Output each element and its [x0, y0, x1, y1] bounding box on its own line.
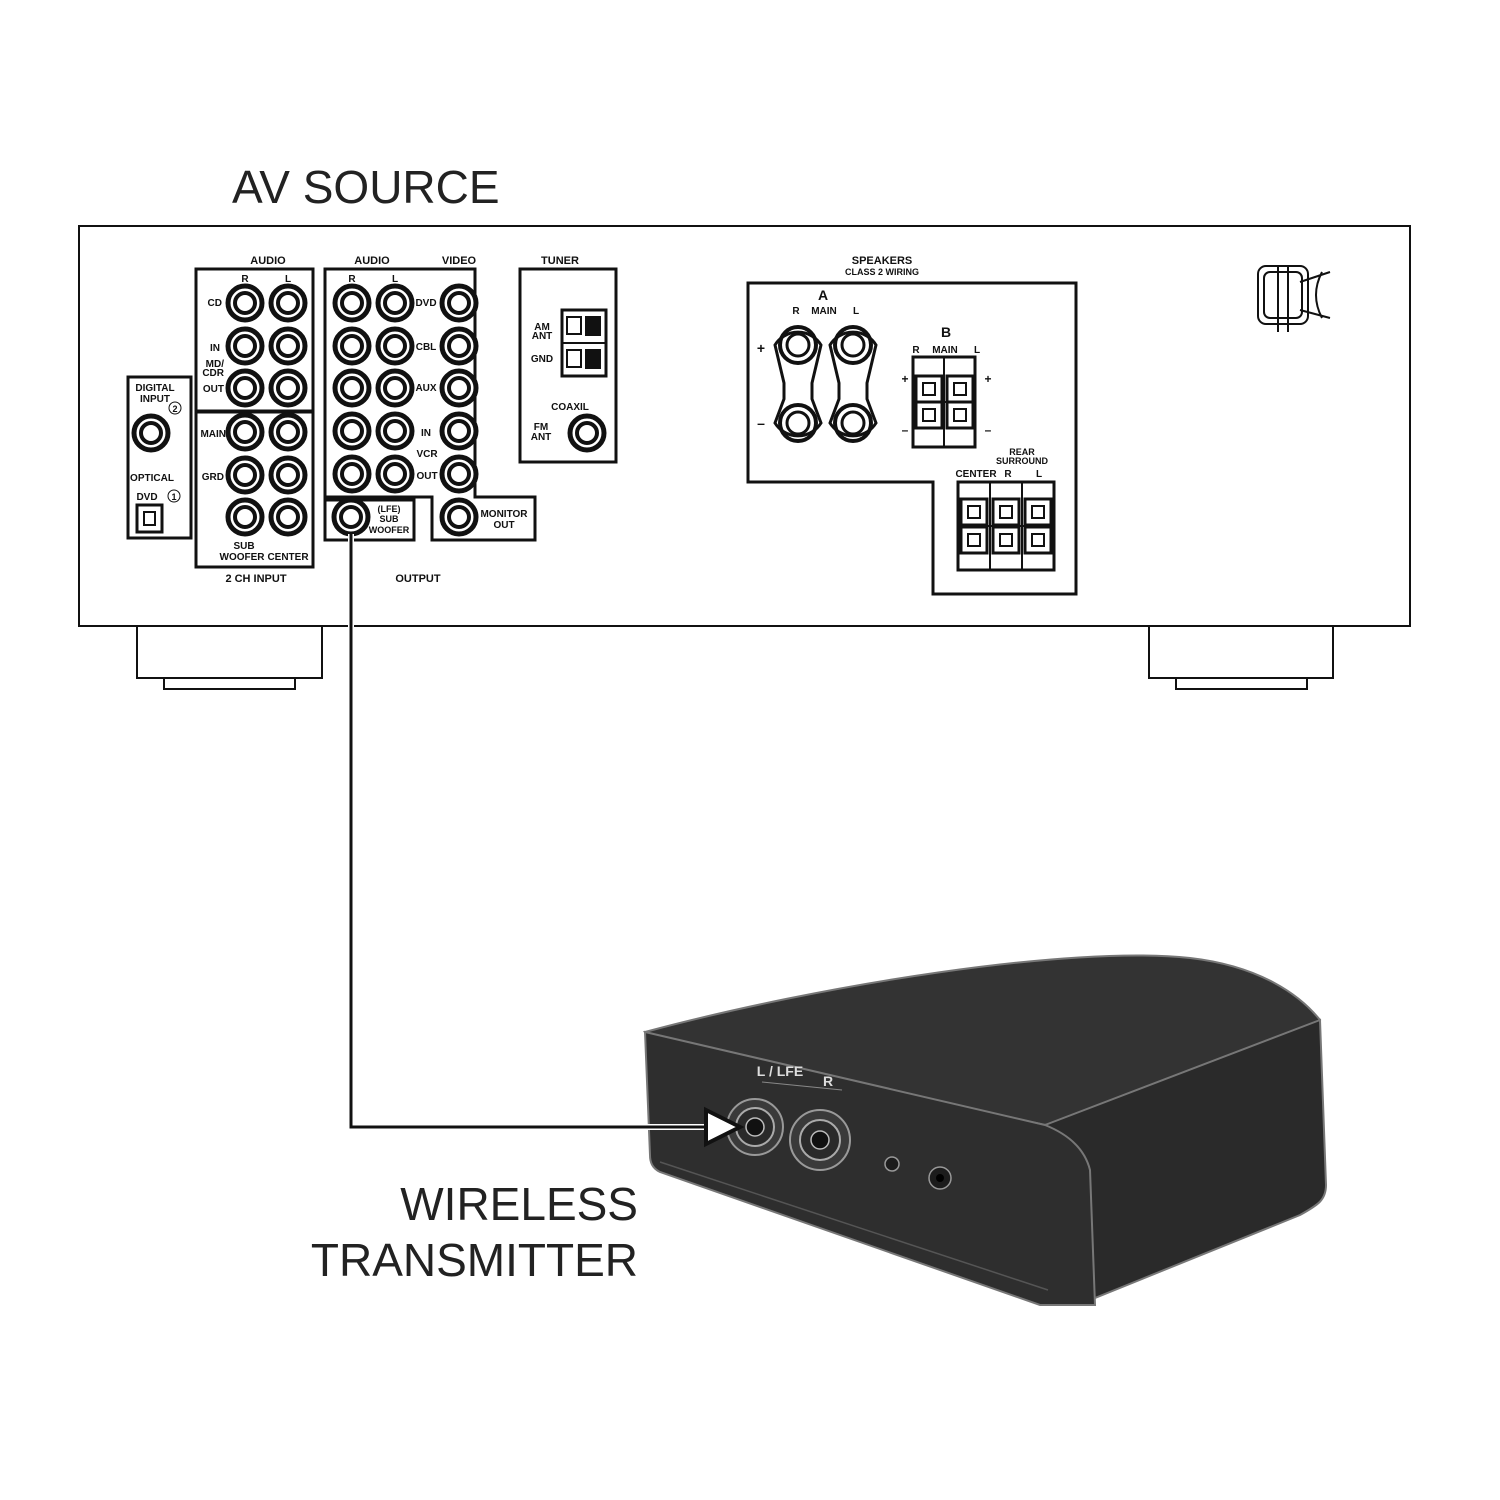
svg-text:MAIN: MAIN [200, 429, 226, 440]
svg-text:OPTICAL: OPTICAL [130, 473, 174, 484]
svg-text:GRD: GRD [202, 472, 224, 483]
wireless-transmitter-title: WIRELESS TRANSMITTER [310, 1178, 638, 1286]
svg-text:DIGITAL: DIGITAL [135, 383, 174, 394]
svg-text:IN: IN [210, 343, 220, 354]
svg-text:GND: GND [531, 354, 553, 365]
svg-text:B: B [941, 324, 951, 340]
svg-text:+: + [901, 372, 908, 386]
r-label: R [823, 1073, 833, 1089]
svg-text:OUTPUT: OUTPUT [395, 573, 441, 585]
svg-text:–: – [757, 415, 765, 431]
av-section: AUDIO VIDEO R L DVD CBL AUX IN VCR OUT M… [323, 255, 537, 585]
svg-text:A: A [818, 287, 828, 303]
r-input-jack[interactable] [789, 1109, 851, 1171]
wireless-transmitter: L / LFE R [642, 954, 1328, 1306]
svg-text:2: 2 [172, 404, 177, 414]
svg-text:INPUT: INPUT [140, 394, 170, 405]
svg-text:+: + [757, 340, 765, 356]
transmitter-top [642, 954, 1322, 1127]
arrow-head-icon [704, 1106, 745, 1148]
svg-text:CENTER: CENTER [955, 469, 997, 480]
svg-text:L: L [392, 274, 398, 285]
svg-text:AUDIO: AUDIO [354, 255, 390, 267]
svg-text:OUT: OUT [203, 384, 224, 395]
svg-text:TUNER: TUNER [541, 255, 579, 267]
svg-text:CENTER: CENTER [267, 552, 309, 563]
l-lfe-label: L / LFE [757, 1063, 803, 1079]
svg-text:L: L [1036, 469, 1042, 480]
svg-text:SURROUND: SURROUND [996, 456, 1049, 466]
sub-out-cable [348, 534, 745, 1148]
svg-text:2 CH INPUT: 2 CH INPUT [225, 573, 286, 585]
svg-text:OUT: OUT [493, 520, 514, 531]
speakers-section: SPEAKERS CLASS 2 WIRING A R MAIN L + – B [746, 255, 1078, 596]
svg-text:R: R [348, 274, 356, 285]
svg-text:CLASS 2 WIRING: CLASS 2 WIRING [845, 267, 919, 277]
svg-text:L: L [853, 306, 859, 317]
svg-text:WOOFER: WOOFER [369, 525, 410, 535]
svg-text:DVD: DVD [415, 298, 436, 309]
svg-text:CBL: CBL [416, 342, 437, 353]
svg-text:MAIN: MAIN [932, 345, 958, 356]
audio-in-header: AUDIO [250, 255, 286, 267]
svg-text:R: R [1004, 469, 1012, 480]
svg-text:1: 1 [171, 492, 176, 502]
svg-text:MAIN: MAIN [811, 306, 837, 317]
svg-text:R: R [241, 274, 249, 285]
svg-text:AUX: AUX [415, 383, 436, 394]
speaker-b-terminals[interactable] [911, 355, 977, 449]
transmitter-side [1044, 1018, 1328, 1301]
svg-text:IN: IN [421, 428, 431, 439]
digital-input-section: DIGITAL INPUT 2 OPTICAL DVD 1 [126, 375, 193, 540]
svg-text:SUB: SUB [233, 541, 254, 552]
power-cord-icon [1257, 265, 1331, 332]
svg-text:SUB: SUB [379, 514, 399, 524]
audio-input-section: AUDIO R L CD IN MD/ CDR OUT [194, 255, 315, 413]
tuner-section: TUNER AM ANT GND COAXIL FM ANT [518, 255, 618, 464]
svg-text:MONITOR: MONITOR [480, 509, 528, 520]
rear-surround-terminals[interactable] [956, 480, 1056, 572]
svg-text:MD/: MD/ [206, 359, 225, 370]
svg-text:ANT: ANT [532, 331, 553, 342]
svg-text:WOOFER: WOOFER [220, 552, 266, 563]
svg-text:DVD: DVD [136, 492, 157, 503]
svg-text:R: R [792, 306, 800, 317]
svg-text:L: L [285, 274, 291, 285]
lfe-sub-output-box [323, 498, 416, 542]
monitor-out-jack[interactable] [442, 500, 476, 534]
svg-text:VIDEO: VIDEO [442, 255, 477, 267]
svg-text:CD: CD [208, 298, 222, 309]
optical-jack[interactable] [135, 503, 164, 534]
svg-text:R: R [912, 345, 920, 356]
receiver-foot-left [136, 625, 323, 690]
svg-text:OUT: OUT [416, 471, 437, 482]
indicator-led [884, 1156, 900, 1172]
svg-text:(LFE): (LFE) [378, 504, 401, 514]
lfe-sub-woofer-jack[interactable] [334, 500, 368, 534]
receiver-foot-right [1148, 625, 1334, 690]
svg-text:SPEAKERS: SPEAKERS [852, 255, 913, 267]
svg-text:–: – [985, 423, 992, 437]
svg-text:VCR: VCR [416, 449, 438, 460]
coax-digital-jack[interactable] [134, 416, 168, 450]
speaker-a-terminals[interactable] [773, 325, 878, 443]
svg-text:FM: FM [534, 422, 548, 433]
av-video-jacks[interactable] [442, 286, 476, 491]
svg-text:CDR: CDR [202, 368, 224, 379]
svg-text:REAR: REAR [1009, 447, 1035, 457]
svg-text:L: L [974, 345, 980, 356]
fm-antenna-jack[interactable] [570, 416, 604, 450]
svg-text:+: + [984, 372, 991, 386]
svg-text:ANT: ANT [531, 432, 552, 443]
av-source-title: AV SOURCE [232, 161, 500, 213]
am-antenna-terminal[interactable] [560, 308, 608, 378]
power-input-jack[interactable] [928, 1166, 952, 1190]
svg-text:–: – [902, 423, 909, 437]
svg-text:AM: AM [534, 322, 550, 333]
two-ch-input-section: MAIN GRD SUB WOOFER CENTER 2 CH INPUT [194, 410, 315, 585]
svg-text:COAXIL: COAXIL [551, 402, 589, 413]
